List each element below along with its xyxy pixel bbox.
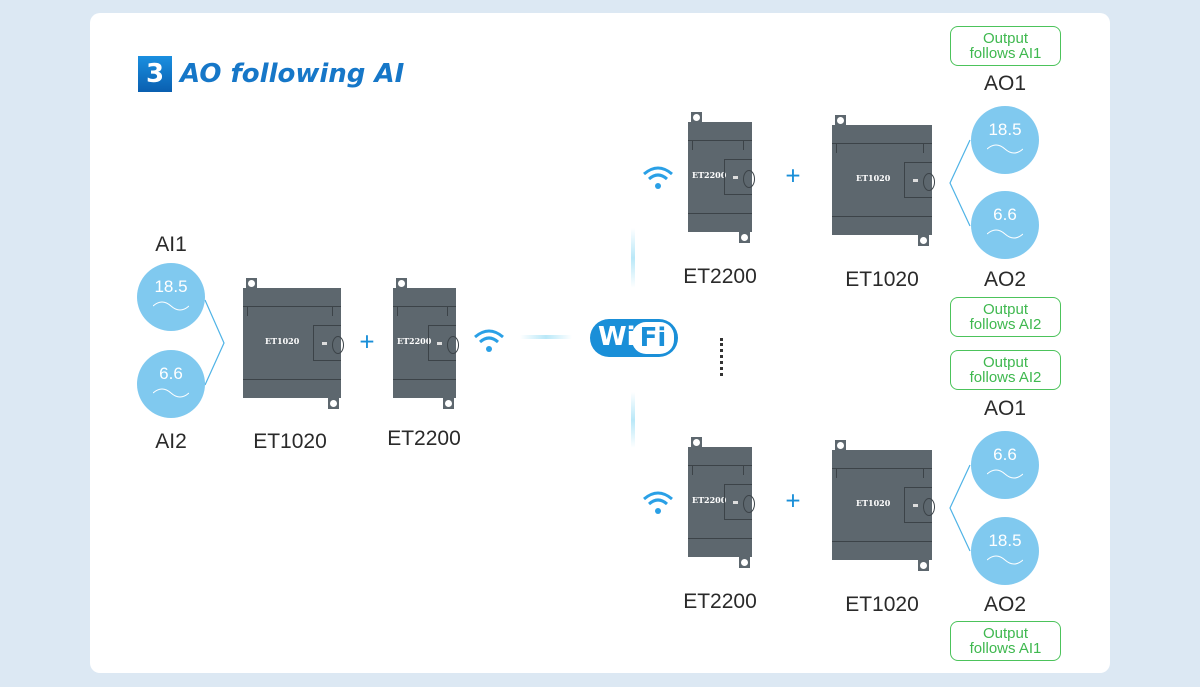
mount-tab (739, 557, 750, 568)
et1020-module: ET1020 (832, 125, 935, 235)
plus-icon: + (785, 160, 801, 191)
signal-link (631, 228, 635, 288)
et2200-module: ET2200 (688, 447, 755, 557)
note-line: Output (982, 354, 1029, 371)
ao2-value: 6.6 (993, 205, 1017, 224)
wifi-logo-wi: Wi (598, 322, 636, 352)
ao1-label: AO1 (983, 397, 1027, 420)
mount-tab (918, 235, 929, 246)
sine-wave-icon (153, 388, 189, 398)
note-line: follows AI2 (969, 369, 1042, 386)
ao1-label: AO1 (983, 72, 1027, 95)
note-line: Output (982, 625, 1029, 642)
ai1-gauge: 18.5 (137, 263, 205, 331)
mount-tab (835, 115, 846, 126)
note-line: Output (982, 301, 1029, 318)
module-name: ET1020 (856, 173, 891, 184)
module-name: ET1020 (856, 498, 891, 509)
plus-icon: + (785, 485, 801, 516)
more-ellipsis (720, 338, 723, 376)
signal-link (520, 335, 572, 339)
et1020-module: ET1020 (243, 288, 344, 398)
wifi-signal-icon (474, 329, 504, 352)
et1020-module: ET1020 (832, 450, 935, 560)
module-name: ET1020 (265, 336, 300, 347)
section-number: 3 (138, 56, 172, 92)
ao2-value: 18.5 (988, 531, 1022, 550)
sine-wave-icon (153, 301, 189, 311)
mount-tab (691, 437, 702, 448)
mount-tab (246, 278, 257, 289)
sine-wave-icon (987, 229, 1023, 239)
wifi-signal-icon (643, 166, 673, 189)
ao1-gauge: 18.5 (971, 106, 1039, 174)
note-line: Output (982, 30, 1029, 47)
module-name: ET2200 (692, 170, 727, 181)
ai2-gauge: 6.6 (137, 350, 205, 418)
ai2-value: 6.6 (159, 364, 183, 383)
et1020-label: ET1020 (253, 430, 327, 453)
mount-tab (396, 278, 407, 289)
section-title: AO following AI (180, 59, 405, 89)
mount-tab (835, 440, 846, 451)
mount-tab (739, 232, 750, 243)
sine-wave-icon (987, 144, 1023, 154)
et2200-module: ET2200 (688, 122, 755, 232)
wifi-logo-fi: Fi (632, 322, 674, 354)
et2200-label: ET2200 (683, 590, 757, 613)
note-line: follows AI1 (969, 640, 1042, 657)
ai1-label: AI1 (155, 233, 187, 256)
et2200-label: ET2200 (683, 265, 757, 288)
ai1-value: 18.5 (154, 277, 188, 296)
ao1-gauge: 6.6 (971, 431, 1039, 499)
note-line: follows AI1 (969, 45, 1042, 62)
ai2-label: AI2 (155, 430, 187, 453)
ao2-gauge: 18.5 (971, 517, 1039, 585)
et1020-label: ET1020 (845, 268, 919, 291)
module-name: ET2200 (692, 495, 727, 506)
plus-icon: + (359, 326, 375, 357)
ao2-label: AO2 (983, 593, 1027, 616)
mount-tab (918, 560, 929, 571)
ao2-gauge: 6.6 (971, 191, 1039, 259)
et2200-module: ET2200 (393, 288, 459, 398)
note-line: follows AI2 (969, 316, 1042, 333)
sine-wave-icon (987, 555, 1023, 565)
ao2-label: AO2 (983, 268, 1027, 291)
ao1-value: 18.5 (988, 120, 1022, 139)
mount-tab (443, 398, 454, 409)
mount-tab (328, 398, 339, 409)
sine-wave-icon (987, 469, 1023, 479)
wifi-signal-icon (643, 491, 673, 514)
et1020-label: ET1020 (845, 593, 919, 616)
signal-link (631, 392, 635, 448)
et2200-label: ET2200 (387, 427, 461, 450)
module-name: ET2200 (397, 336, 432, 347)
mount-tab (691, 112, 702, 123)
ao1-value: 6.6 (993, 445, 1017, 464)
